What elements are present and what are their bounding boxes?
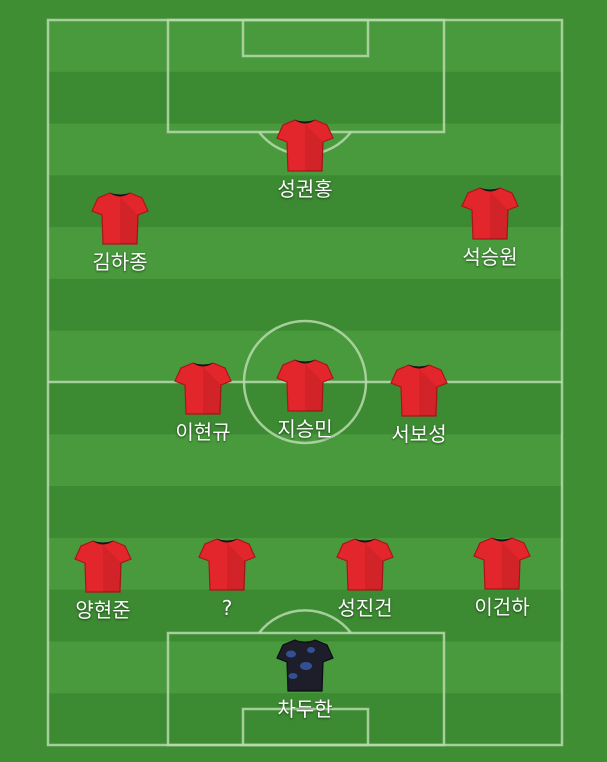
- pitch-stripe: [48, 537, 562, 591]
- top-goal-area: [241, 18, 370, 58]
- player-name: 성진건: [337, 596, 393, 620]
- player-name: 이현규: [175, 420, 231, 444]
- player-card[interactable]: 차두한: [245, 636, 365, 720]
- player-card[interactable]: 이건하: [442, 534, 562, 618]
- pitch-stripe: [48, 486, 562, 539]
- bottom-penalty-arc: [258, 609, 352, 634]
- jersey-icon: [74, 540, 132, 593]
- jersey-icon: [91, 192, 149, 245]
- jersey-icon: [390, 364, 448, 417]
- jersey-icon: [461, 187, 519, 240]
- player-card[interactable]: 지승민: [245, 356, 365, 440]
- player-card[interactable]: 성진건: [305, 535, 425, 619]
- player-name: 이건하: [474, 595, 530, 619]
- centre-circle: [242, 319, 368, 445]
- pitch-stripe: [48, 20, 562, 73]
- player-name: 지승민: [277, 417, 333, 441]
- pitch-stripe: [48, 71, 562, 125]
- jersey-icon: [336, 538, 394, 591]
- bottom-goal-area: [241, 707, 370, 747]
- player-name: 성권홍: [277, 177, 333, 201]
- player-card[interactable]: 서보성: [359, 361, 479, 445]
- jersey-icon: [198, 538, 256, 591]
- player-card[interactable]: 김하종: [60, 189, 180, 273]
- player-name: 김하종: [92, 250, 148, 274]
- jersey-icon: [276, 119, 334, 172]
- player-card[interactable]: 성권홍: [245, 116, 365, 200]
- player-card[interactable]: ?: [167, 535, 287, 619]
- jersey-icon: [174, 362, 232, 415]
- player-card[interactable]: 양현준: [43, 537, 163, 621]
- player-card[interactable]: 이현규: [143, 359, 263, 443]
- pitch-stripe: [48, 693, 562, 746]
- player-name: 서보성: [391, 422, 447, 446]
- pitch-stripe: [48, 278, 562, 332]
- player-name: 석승원: [462, 245, 518, 269]
- jersey-icon: [276, 359, 334, 412]
- player-name: ?: [221, 596, 233, 620]
- jersey-icon: [276, 639, 334, 692]
- player-card[interactable]: 석승원: [430, 184, 550, 268]
- player-name: 차두한: [277, 697, 333, 721]
- jersey-icon: [473, 537, 531, 590]
- player-name: 양현준: [75, 598, 131, 622]
